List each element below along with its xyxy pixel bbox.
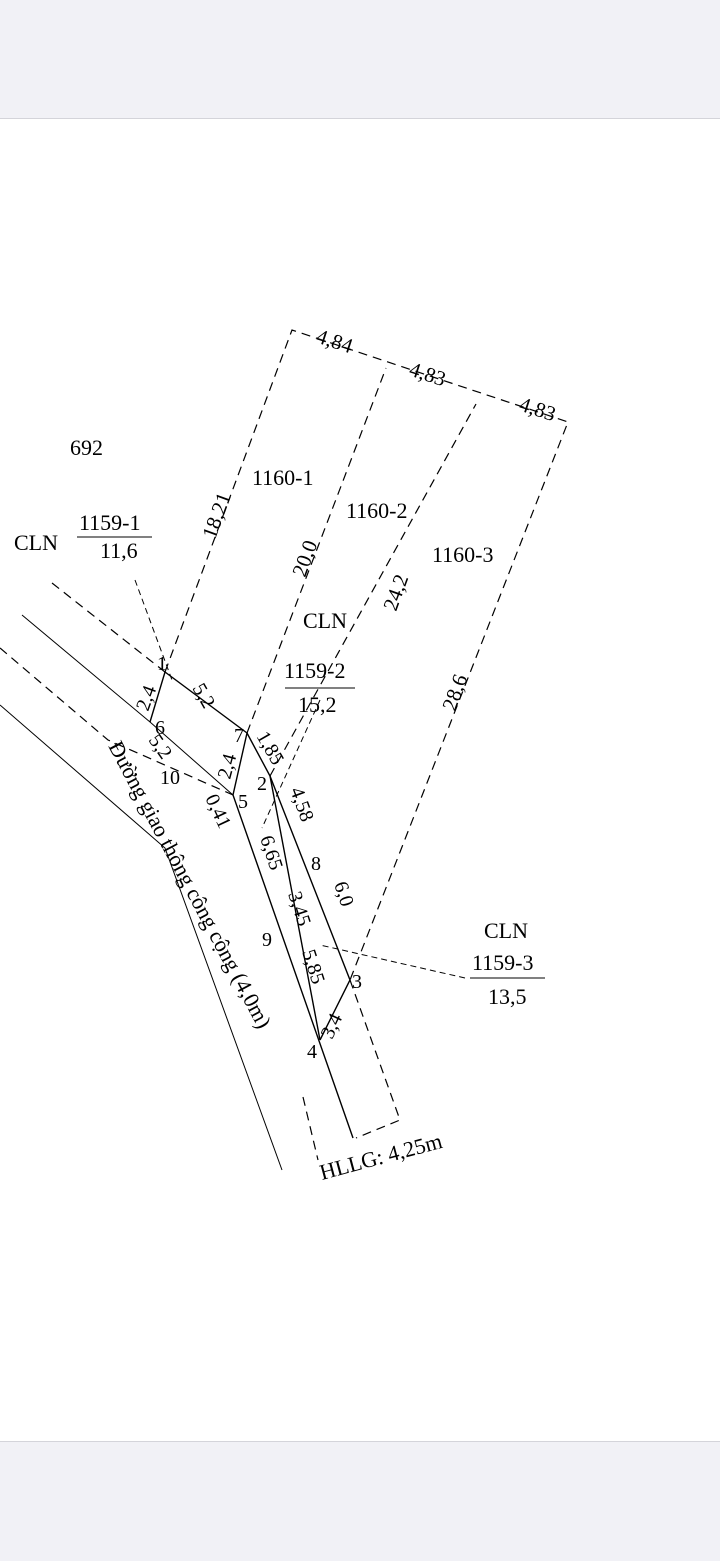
dim-side-2: 20,0 xyxy=(287,537,322,580)
point-2: 2 xyxy=(257,773,267,795)
point-6: 6 xyxy=(155,717,165,739)
boundary-692 xyxy=(51,582,166,673)
dim-10-5: 0,41 xyxy=(200,791,235,832)
plot-2-number: 1159-2 xyxy=(284,658,346,683)
dim-1-6: 2,4 xyxy=(132,683,161,714)
plot-2-type: CLN xyxy=(303,608,347,633)
dim-top-3: 4,83 xyxy=(516,392,558,426)
setback-left xyxy=(302,1096,319,1161)
point-10: 10 xyxy=(160,767,180,789)
leader-1159-2 xyxy=(261,699,321,829)
point-1: 1 xyxy=(157,653,167,675)
point-7: 7 xyxy=(234,725,244,747)
leader-1159-3 xyxy=(319,944,466,979)
point-8: 8 xyxy=(311,853,321,875)
dim-top-1: 4,84 xyxy=(313,324,356,358)
lot-1160-2: 1160-2 xyxy=(346,498,408,523)
dim-1-7: 5,2 xyxy=(188,680,220,713)
plot-1-area: 11,6 xyxy=(100,538,138,563)
dim-7-2: 1,85 xyxy=(252,728,289,769)
plot-3-number: 1159-3 xyxy=(472,950,534,975)
setback-right xyxy=(349,979,401,1139)
plot-1-number: 1159-1 xyxy=(79,510,141,535)
dim-side-4: 28,6 xyxy=(437,671,472,714)
parcel-692: 692 xyxy=(70,435,103,460)
top-bar xyxy=(0,0,720,119)
point-5: 5 xyxy=(238,791,248,813)
lot-1160-1: 1160-1 xyxy=(252,465,314,490)
dim-8-3: 6,0 xyxy=(329,879,358,910)
point-4: 4 xyxy=(307,1041,317,1063)
lot-1160-divider-2 xyxy=(269,403,477,777)
dim-9-4: 5,85 xyxy=(297,947,329,987)
bottom-bar xyxy=(0,1441,720,1561)
drawing-sheet xyxy=(0,119,720,1441)
road-edge-outer xyxy=(0,704,283,1171)
road-centerline xyxy=(0,647,234,796)
plot-3-area: 13,5 xyxy=(488,984,527,1009)
dim-2-8: 4,58 xyxy=(285,784,318,824)
road-label: Đường giao thông công cộng (4,0m) xyxy=(104,737,277,1033)
plot-3-type: CLN xyxy=(484,918,528,943)
dim-side-3: 24,2 xyxy=(378,571,413,614)
dim-top-2: 4,83 xyxy=(406,357,448,391)
lot-1160-3: 1160-3 xyxy=(432,542,494,567)
dim-side-1: 18,21 xyxy=(197,489,236,542)
lot-1160-divider-1 xyxy=(246,367,387,734)
dim-9-8: 3,45 xyxy=(283,889,315,929)
point-9: 9 xyxy=(262,929,272,951)
plot-1-type: CLN xyxy=(14,530,58,555)
lot-1160-outline xyxy=(164,329,569,981)
setback-label: HLLG: 4,25m xyxy=(317,1128,445,1185)
leader-1159-1 xyxy=(134,579,173,681)
point-3: 3 xyxy=(352,971,362,993)
plot-2-area: 15,2 xyxy=(298,692,337,717)
